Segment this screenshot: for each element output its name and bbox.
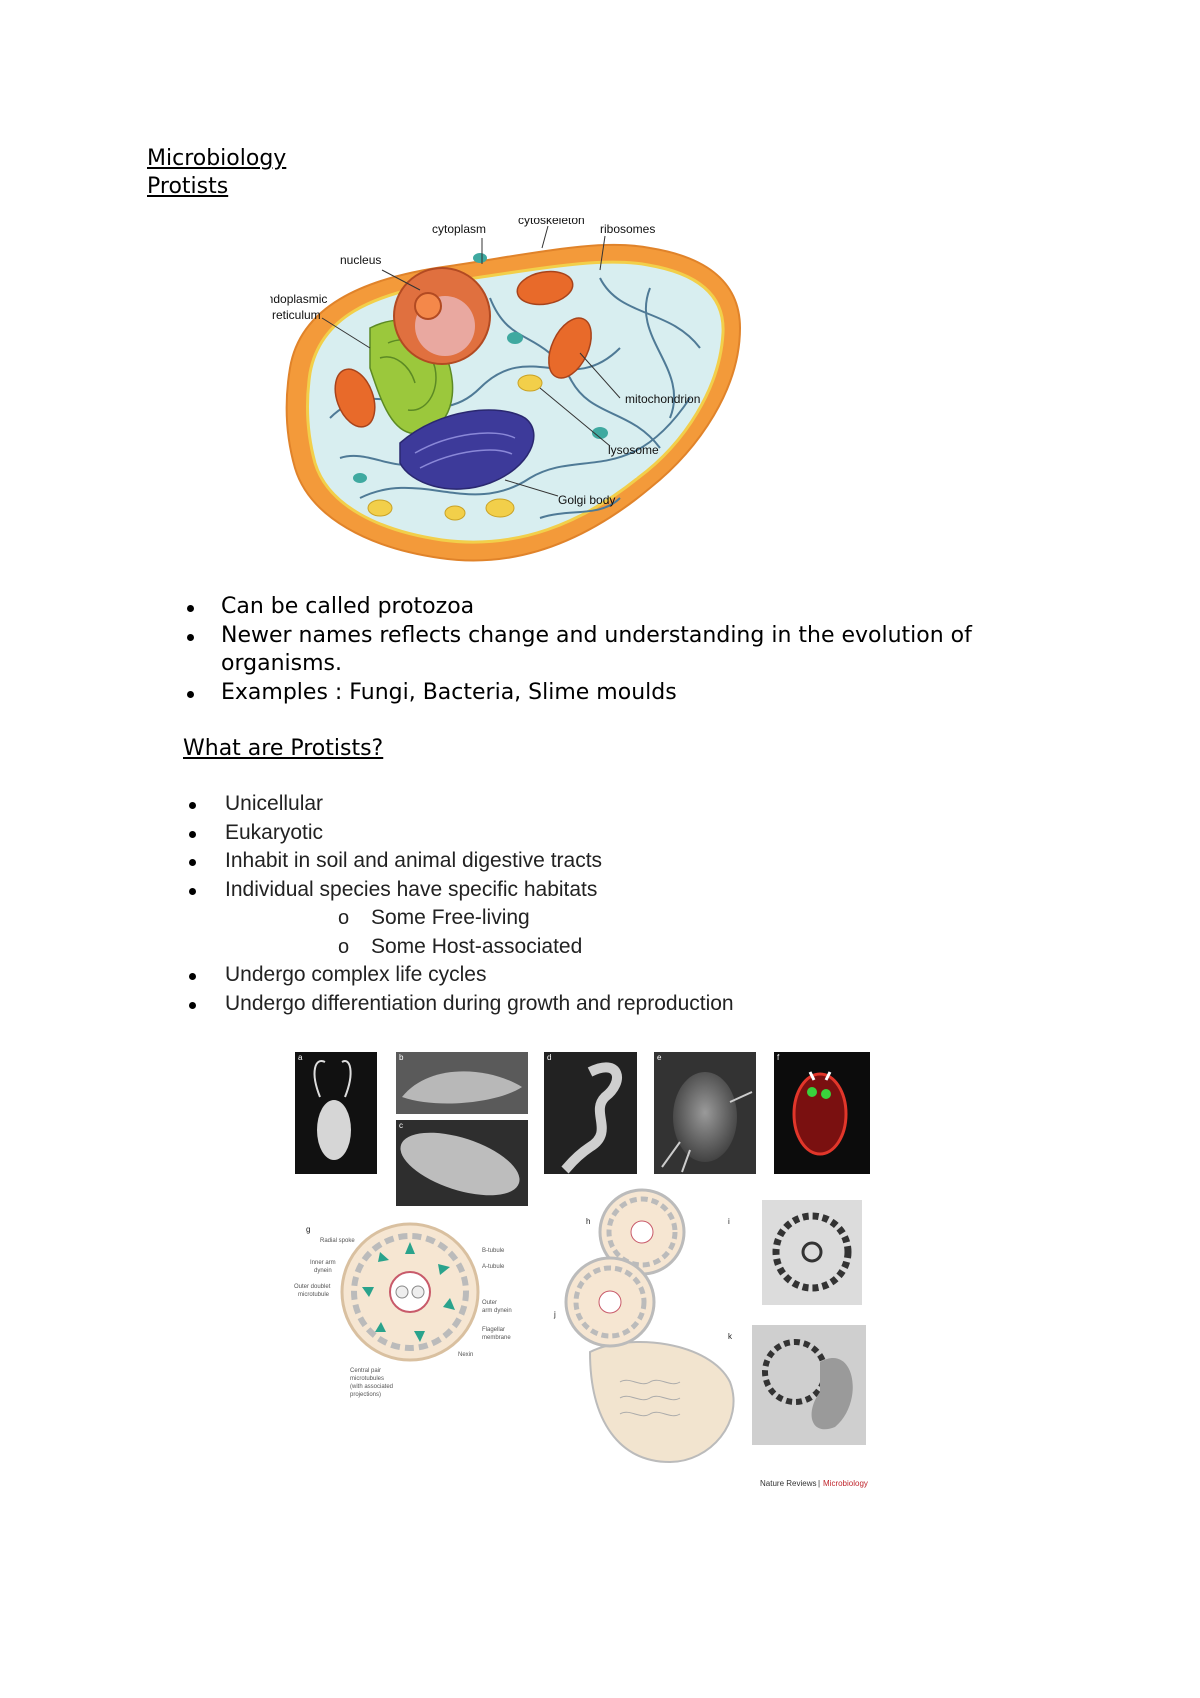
ribosome-dots xyxy=(353,253,608,483)
label-inner-arm-dynein: dynein xyxy=(314,1268,332,1274)
bullet-icon xyxy=(189,973,196,980)
bullet-icon xyxy=(189,859,196,866)
panel-letter-d: d xyxy=(547,1053,551,1062)
list-item-text: Unicellular xyxy=(225,792,324,815)
list-item-text: Some Free-living xyxy=(371,906,530,929)
panel-letter-h: h xyxy=(586,1217,590,1226)
protist-microscopy-figure: a b c d e f g h i j k Radial spoke Inner… xyxy=(294,1052,870,1488)
panel-letter-a: a xyxy=(298,1053,303,1062)
panel-letter-f: f xyxy=(777,1053,780,1062)
label-central-associated: (with associated xyxy=(350,1384,393,1390)
credit-journal: Nature Reviews xyxy=(760,1479,816,1488)
bullet-icon xyxy=(187,634,194,641)
label-inner-arm: Inner arm xyxy=(310,1260,336,1266)
label-endoplasmic: endoplasmic xyxy=(270,292,327,306)
mitochondria xyxy=(334,270,592,428)
list-item-text: Inhabit in soil and animal digestive tra… xyxy=(225,849,603,872)
sub-list-item: o Some Free-living xyxy=(183,904,1083,933)
list-item-text: Some Host-associated xyxy=(371,934,583,958)
panel-letter-i: i xyxy=(728,1217,730,1226)
animal-cell-diagram: cytoplasm cytoskeleton ribosomes nucleus… xyxy=(270,218,742,562)
label-central-pair: Central pair xyxy=(350,1368,381,1374)
list-item-text: Examples : Fungi, Bacteria, Slime moulds xyxy=(221,680,677,705)
credit-separator: | xyxy=(818,1479,820,1488)
bullet-icon xyxy=(189,887,196,895)
panel-letter-j: j xyxy=(553,1310,556,1319)
list-item-text: Individual species have specific habitat… xyxy=(225,877,598,901)
bullet-icon xyxy=(189,830,196,838)
panel-h-flagellum xyxy=(598,1188,686,1276)
label-outer-arm-dynein: arm dynein xyxy=(482,1308,512,1314)
nucleolus xyxy=(414,292,442,320)
panel-letter-g: g xyxy=(306,1225,310,1234)
label-nucleus: nucleus xyxy=(340,253,381,267)
list-item: Undergo complex life cycles xyxy=(183,961,1083,990)
lysosomes xyxy=(367,374,543,521)
list-item-text: Newer names reflects change and understa… xyxy=(221,623,972,676)
bullet-icon xyxy=(187,691,194,698)
sub-bullet-icon: o xyxy=(338,935,350,958)
label-mitochondrion: mitochondrion xyxy=(625,392,700,406)
label-cytoskeleton: cytoskeleton xyxy=(518,218,585,227)
list-item-text: Undergo complex life cycles xyxy=(225,963,487,986)
list-item: Inhabit in soil and animal digestive tra… xyxy=(183,847,1083,876)
label-a-tubule: A-tubule xyxy=(482,1264,505,1270)
list-item: Unicellular xyxy=(183,790,1083,819)
label-ribosomes: ribosomes xyxy=(600,222,655,236)
label-flagellar-membrane: membrane xyxy=(482,1335,511,1341)
list-item-text: Undergo differentiation during growth an… xyxy=(225,991,734,1015)
characteristics-list: Unicellular Eukaryotic Inhabit in soil a… xyxy=(183,790,1083,1018)
label-central-microtubules: microtubules xyxy=(350,1376,384,1382)
sub-bullet-icon: o xyxy=(338,907,350,929)
document-subtitle: Protists xyxy=(147,174,229,199)
list-item: Can be called protozoa xyxy=(183,593,1083,621)
panel-letter-k: k xyxy=(728,1332,733,1341)
panel-letter-e: e xyxy=(657,1053,662,1062)
label-outer-doublet: Outer doublet xyxy=(294,1284,331,1290)
label-golgi-body: Golgi body xyxy=(558,493,615,507)
panel-j-flagellum xyxy=(564,1256,735,1464)
list-item-text: Eukaryotic xyxy=(225,820,324,844)
list-item: Eukaryotic xyxy=(183,819,1083,848)
label-cytoplasm: cytoplasm xyxy=(432,222,486,236)
list-item: Newer names reflects change and understa… xyxy=(183,622,1083,678)
label-b-tubule: B-tubule xyxy=(482,1248,505,1254)
label-nexin: Nexin xyxy=(458,1352,473,1358)
label-flagellar: Flagellar xyxy=(482,1327,505,1333)
label-outer-arm: Outer xyxy=(482,1300,497,1306)
list-item: Examples : Fungi, Bacteria, Slime moulds xyxy=(183,679,1083,707)
credit-field: Microbiology xyxy=(823,1479,868,1488)
document-title: Microbiology xyxy=(147,146,287,171)
list-item-text: Can be called protozoa xyxy=(221,594,475,619)
section-heading: What are Protists? xyxy=(183,736,384,761)
intro-bullet-list: Can be called protozoa Newer names refle… xyxy=(183,593,1083,708)
label-radial-spoke: Radial spoke xyxy=(320,1238,355,1244)
bullet-icon xyxy=(189,1001,196,1009)
panel-g-axoneme xyxy=(340,1222,480,1362)
panel-letter-b: b xyxy=(399,1053,404,1062)
label-central-projections: projections) xyxy=(350,1392,381,1398)
sub-list-item: o Some Host-associated xyxy=(183,933,1083,962)
panel-letter-c: c xyxy=(399,1121,403,1130)
list-item: Undergo differentiation during growth an… xyxy=(183,990,1083,1019)
bullet-icon xyxy=(187,605,194,612)
golgi-body-shape xyxy=(399,409,535,490)
bullet-icon xyxy=(189,802,196,809)
label-reticulum: reticulum xyxy=(272,308,321,322)
label-lysosome: lysosome xyxy=(608,443,659,457)
label-microtubule: microtubule xyxy=(298,1292,330,1298)
list-item: Individual species have specific habitat… xyxy=(183,876,1083,905)
